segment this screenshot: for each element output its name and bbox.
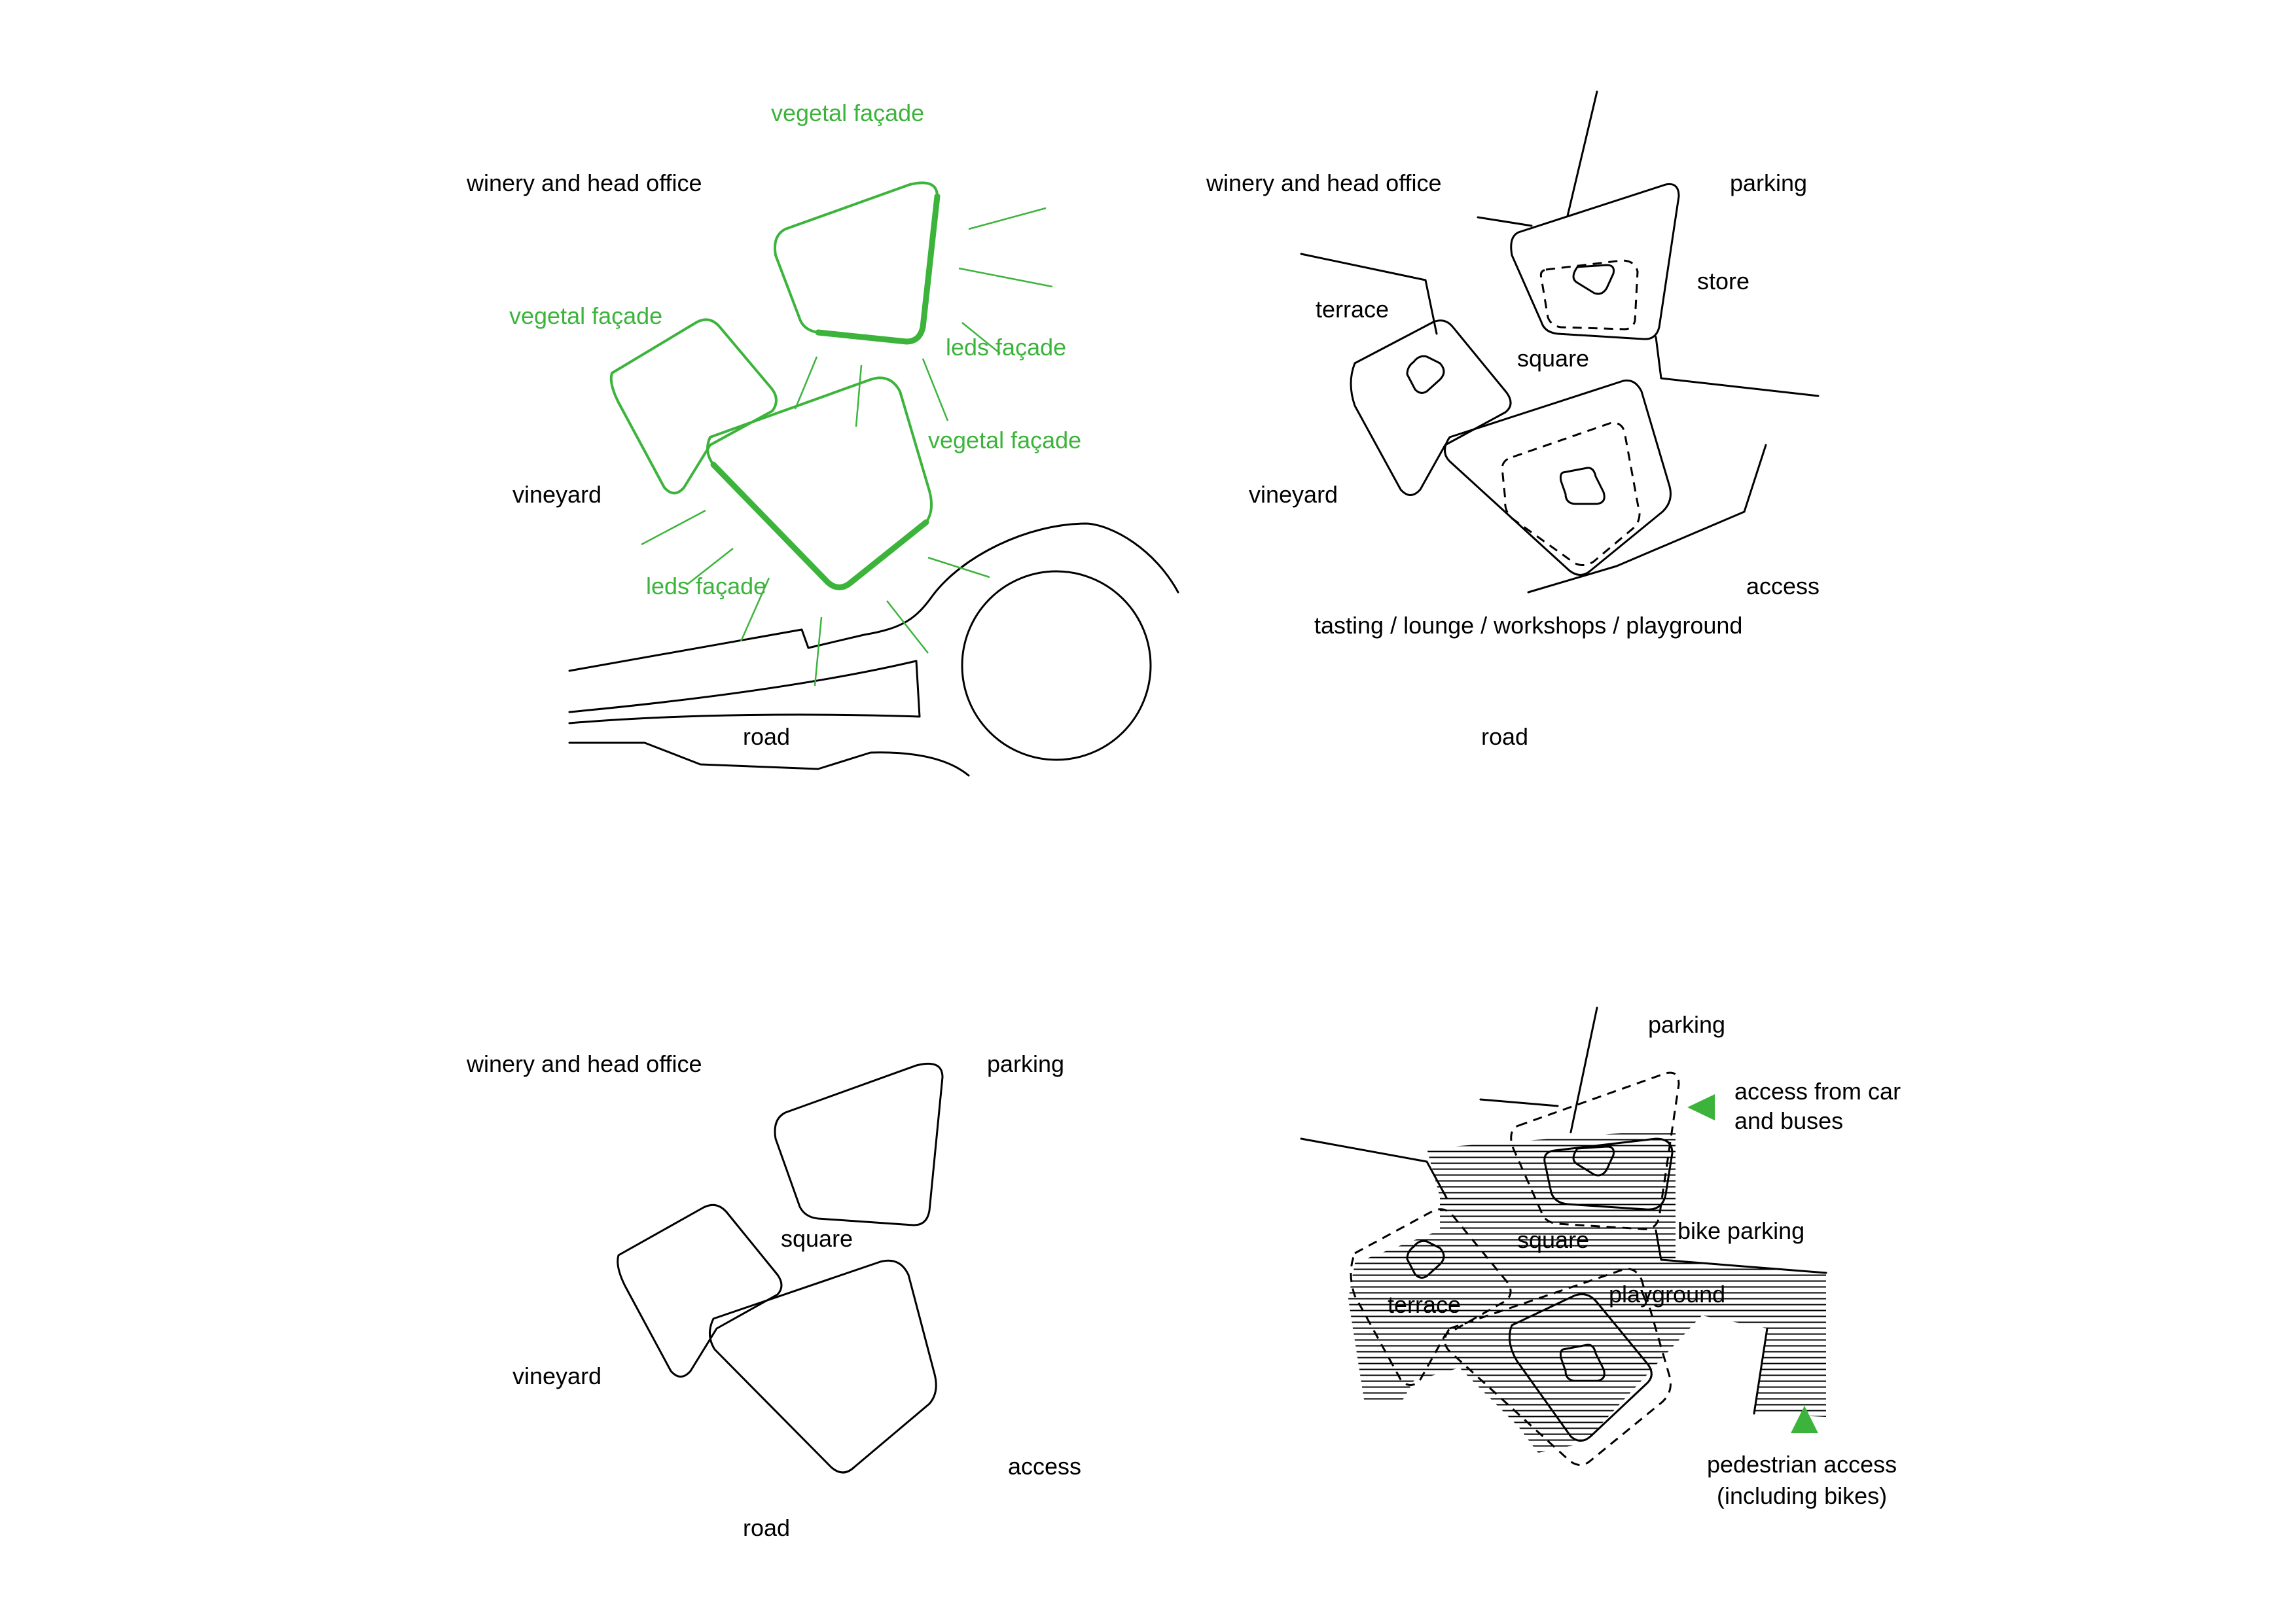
- label-road: road: [743, 723, 790, 750]
- triangle-left-icon: [1687, 1094, 1715, 1120]
- roundabout: [961, 570, 1152, 761]
- main-volume-p2: [1444, 379, 1672, 576]
- road-geometry: [568, 522, 1179, 777]
- label-bike-parking: bike parking: [1677, 1217, 1804, 1244]
- label-pedestrian-line-2: (including bikes): [1717, 1482, 1887, 1509]
- label-vineyard-p3: vineyard: [512, 1363, 601, 1389]
- panel-program: winery and head office parking store ter…: [1206, 90, 1820, 750]
- hatched-public-ground: [1348, 1129, 1826, 1453]
- label-access-car-line-1: access from car: [1734, 1078, 1901, 1105]
- label-square-p2: square: [1517, 345, 1589, 372]
- label-store: store: [1697, 268, 1749, 294]
- label-terrace-p2: terrace: [1316, 296, 1389, 323]
- terrace-volume-p2: [1350, 319, 1512, 496]
- label-vineyard: vineyard: [512, 481, 601, 508]
- terrace-volume: [609, 318, 778, 495]
- store-outline-dashed: [1510, 1071, 1680, 1230]
- label-program: tasting / lounge / workshops / playgroun…: [1314, 612, 1742, 639]
- triangle-up-icon: [1791, 1406, 1818, 1433]
- panel-facades: winery and head office vegetal façade ve…: [466, 99, 1179, 777]
- building-volumes: [609, 181, 941, 590]
- label-leds-facade-bottom: leds façade: [646, 573, 766, 599]
- site-boundary-lines: [1300, 90, 1820, 594]
- main-outline-dashed: [1444, 1268, 1672, 1466]
- store-core: [1543, 1137, 1674, 1211]
- label-vegetal-facade-right: vegetal façade: [928, 427, 1081, 454]
- label-road-p2: road: [1481, 723, 1528, 750]
- main-volume: [706, 376, 933, 589]
- site-boundary-lines-p4: [1300, 1007, 1827, 1415]
- panel-volumes: winery and head office parking square vi…: [466, 1050, 1081, 1541]
- label-vineyard-p2: vineyard: [1249, 481, 1338, 508]
- main-volume-p3: [709, 1259, 937, 1474]
- label-vegetal-facade-top: vegetal façade: [771, 99, 924, 126]
- main-core: [1508, 1293, 1653, 1442]
- label-access-p3: access: [1008, 1453, 1081, 1480]
- terrace-volume-p3: [617, 1204, 783, 1378]
- facade-ray-lines: [641, 207, 1053, 687]
- label-winery-head-office: winery and head office: [466, 169, 702, 196]
- label-access-car-line-2: and buses: [1734, 1107, 1843, 1134]
- panel-access: parking access from car and buses bike p…: [1300, 1007, 1901, 1509]
- label-parking-p2: parking: [1730, 169, 1807, 196]
- label-vegetal-facade-left: vegetal façade: [509, 302, 662, 329]
- label-parking-p3: parking: [987, 1050, 1064, 1077]
- store-volume: [1510, 183, 1680, 340]
- label-winery-head-office-p2: winery and head office: [1206, 169, 1442, 196]
- label-road-p3: road: [743, 1514, 790, 1541]
- label-winery-head-office-p3: winery and head office: [466, 1050, 702, 1077]
- label-square-p3: square: [781, 1225, 853, 1252]
- winery-volume-p3: [774, 1062, 944, 1226]
- label-square-p4: square: [1517, 1226, 1589, 1253]
- label-access-p2: access: [1746, 573, 1820, 599]
- winery-volume: [774, 181, 939, 343]
- label-parking-p4: parking: [1648, 1011, 1725, 1038]
- label-pedestrian-line-1: pedestrian access: [1707, 1451, 1897, 1478]
- label-terrace-p4: terrace: [1388, 1291, 1461, 1318]
- label-playground: playground: [1609, 1281, 1725, 1308]
- label-leds-facade-right: leds façade: [946, 334, 1066, 361]
